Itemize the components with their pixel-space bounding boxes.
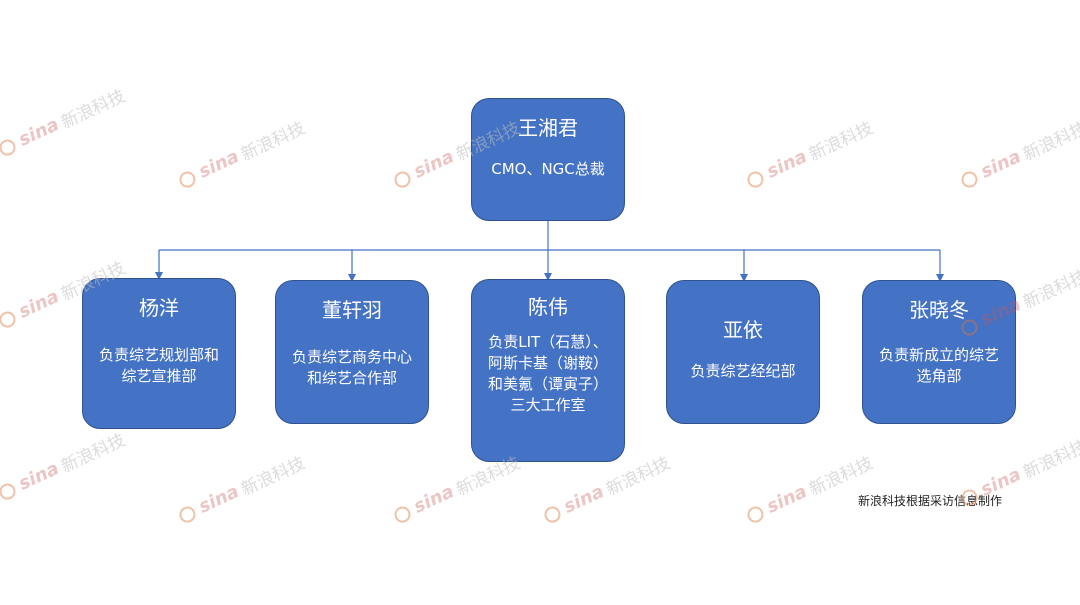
node-role: CMO、NGC总裁 xyxy=(491,160,605,178)
node-name: 董轩羽 xyxy=(322,298,382,322)
node-report-3: 陈伟 负责LIT（石慧）、阿斯卡基（谢鞍）和美氪（谭寅子）三大工作室 xyxy=(471,279,625,462)
node-role: 负责综艺商务中心和综艺合作部 xyxy=(291,348,412,387)
node-role: 负责新成立的综艺选角部 xyxy=(878,346,999,385)
node-name: 杨洋 xyxy=(139,296,179,320)
node-top-executive: 王湘君 CMO、NGC总裁 xyxy=(471,98,625,221)
node-report-5: 张晓冬 负责新成立的综艺选角部 xyxy=(862,280,1016,424)
node-role: 负责综艺规划部和综艺宣推部 xyxy=(98,346,219,385)
node-role: 负责综艺经纪部 xyxy=(690,362,796,380)
node-name: 王湘君 xyxy=(518,116,578,140)
source-note: 新浪科技根据采访信息制作 xyxy=(858,494,1003,508)
node-name: 陈伟 xyxy=(528,295,568,319)
node-role: 负责LIT（石慧）、阿斯卡基（谢鞍）和美氪（谭寅子）三大工作室 xyxy=(487,333,608,414)
node-report-1: 杨洋 负责综艺规划部和综艺宣推部 xyxy=(82,278,236,429)
node-report-2: 董轩羽 负责综艺商务中心和综艺合作部 xyxy=(275,280,429,424)
node-name: 张晓冬 xyxy=(909,298,969,322)
node-name: 亚依 xyxy=(723,318,763,342)
node-report-4: 亚依 负责综艺经纪部 xyxy=(666,280,820,424)
